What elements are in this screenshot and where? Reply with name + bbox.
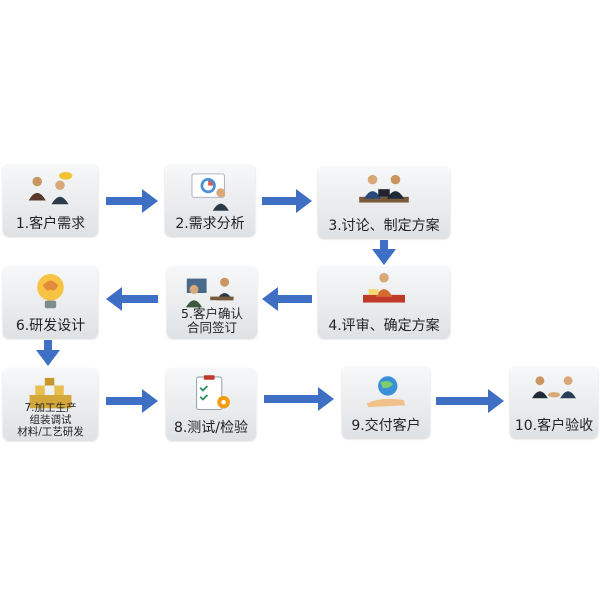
step-label-line: 3.讨论、制定方案 — [328, 218, 440, 234]
step-label-line: 8.测试/检验 — [173, 420, 249, 436]
step-card-10: 10.客户验收 — [510, 366, 598, 438]
step-label: 6.研发设计 — [5, 318, 96, 334]
step-label-line: 2.需求分析 — [175, 216, 245, 232]
handshake-icon — [510, 372, 598, 414]
analysis-chart-icon — [165, 170, 255, 212]
step-label: 4.评审、确定方案 — [320, 318, 448, 334]
step-card-4: 4.评审、确定方案 — [318, 266, 450, 338]
step-card-7: 7.加工生产组装调试材料/工艺研发 — [3, 368, 98, 440]
step-label-line: 9.交付客户 — [351, 418, 421, 434]
step-card-6: 6.研发设计 — [3, 266, 98, 338]
step-label: 8.测试/检验 — [168, 420, 254, 436]
production-icon — [3, 374, 98, 416]
step-label-line: 5.客户确认 — [181, 306, 243, 321]
step-label-line: 组装调试 — [29, 414, 72, 426]
review-plan-icon — [318, 272, 450, 314]
arrow-6-to-7 — [36, 340, 60, 366]
arrow-1-to-2 — [106, 189, 158, 213]
arrow-5-to-6 — [106, 287, 158, 311]
lightbulb-brain-icon — [3, 272, 98, 314]
step-label: 7.加工生产组装调试材料/工艺研发 — [5, 402, 96, 438]
contract-signing-icon — [167, 272, 257, 314]
step-label: 3.讨论、制定方案 — [320, 218, 448, 234]
step-label-line: 6.研发设计 — [15, 318, 86, 334]
arrow-3-to-4 — [372, 240, 396, 265]
step-card-1: 1.客户需求 — [3, 164, 98, 236]
arrow-4-to-5 — [262, 287, 312, 311]
step-label-line: 4.评审、确定方案 — [328, 318, 440, 334]
meeting-discussion-icon — [318, 172, 450, 214]
step-card-5: 5.客户确认合同签订 — [167, 266, 257, 338]
arrow-8-to-9 — [264, 387, 334, 411]
arrow-2-to-3 — [262, 189, 312, 213]
step-label: 5.客户确认合同签订 — [169, 307, 255, 335]
step-label-line: 合同签订 — [186, 320, 237, 335]
step-label-line: 7.加工生产 — [24, 402, 77, 414]
arrow-9-to-10 — [436, 389, 504, 413]
step-label-line: 材料/工艺研发 — [17, 426, 84, 438]
step-card-9: 9.交付客户 — [342, 366, 430, 438]
step-label-line: 1.客户需求 — [15, 216, 86, 232]
checklist-gear-icon — [166, 374, 256, 416]
step-card-8: 8.测试/检验 — [166, 368, 256, 440]
step-label: 2.需求分析 — [167, 216, 253, 232]
client-needs-icon — [3, 170, 98, 212]
step-label: 1.客户需求 — [5, 216, 96, 232]
step-card-3: 3.讨论、制定方案 — [318, 166, 450, 238]
arrow-7-to-8 — [106, 389, 158, 413]
step-label: 9.交付客户 — [344, 418, 428, 434]
step-card-2: 2.需求分析 — [165, 164, 255, 236]
globe-hand-icon — [342, 372, 430, 414]
step-label-line: 10.客户验收 — [514, 418, 594, 434]
step-label: 10.客户验收 — [512, 418, 596, 434]
